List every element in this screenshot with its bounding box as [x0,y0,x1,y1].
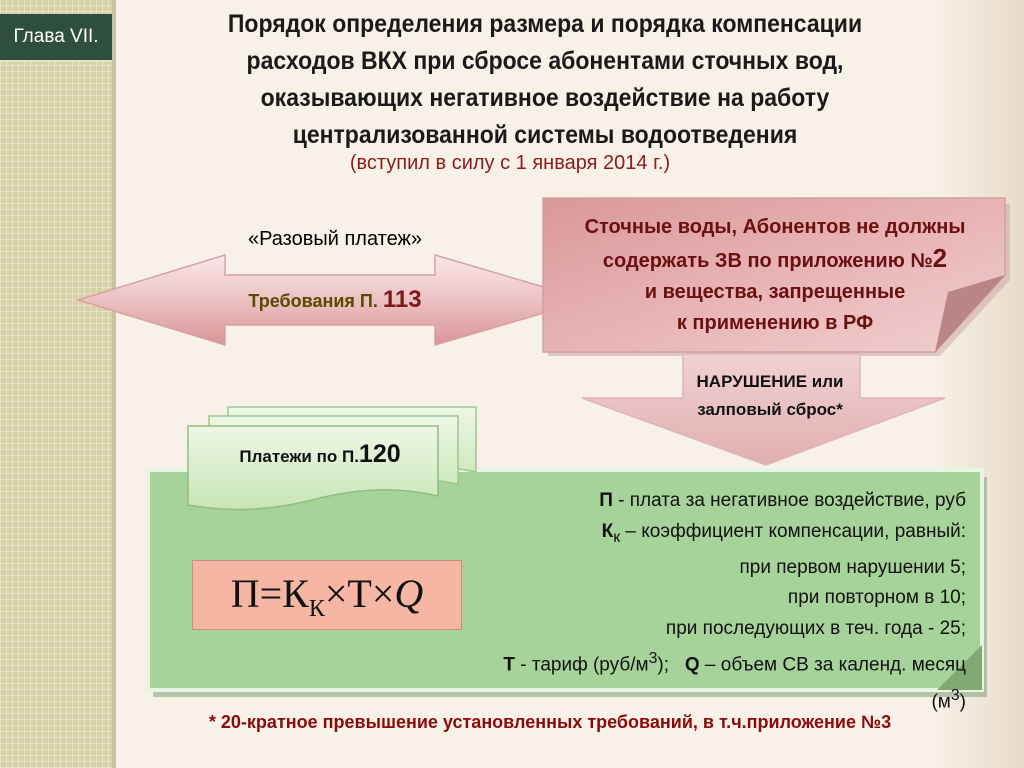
formula-eq: = [259,571,283,616]
one-time-payment-label: «Разовый платеж» [247,228,422,250]
green-panel [146,468,984,692]
left-texture-strip [0,0,112,768]
legend-k-text: – коэффициент компенсации, равный: [620,520,966,542]
green-panel-fold [937,645,982,690]
wastewater-text: Сточные воды, Абонентов не должны содерж… [560,212,990,339]
legend-k-subscript: к [613,528,621,546]
payments-number: 120 [358,440,401,468]
requirements-text: Требования П. [248,291,378,311]
legend-t-sup: 3 [648,650,658,668]
formula-p: П [230,571,260,616]
legend-t-end: ); [657,654,685,676]
legend-subsequent: при последующих в теч. года - 25; [665,617,966,639]
formula-k-sub: К [308,596,325,622]
effective-date: (вступил в силу с 1 января 2014 г.) [349,152,671,174]
down-arrow [581,353,946,466]
requirements-number: 113 [382,286,422,313]
legend-first: при первом нарушении 5; [739,556,966,578]
legend-p: П - плата за негативное воздействие, руб [480,486,966,517]
legend-q-text: – объем СВ за календ. месяц (м [699,654,966,713]
legend-q-end: ) [959,691,966,713]
formula-q: Q [394,571,424,616]
formula-times-2: × [371,571,395,616]
formula-box: П=КК×Т×Q [192,560,462,630]
chapter-label: Глава VII. [0,14,112,62]
legend-k: Кк – коэффициент компенсации, равный: [480,517,966,553]
legend-q-sup: 3 [950,687,960,705]
doc-stack-front [187,425,439,511]
legend-p-text: - плата за негативное воздействие, руб [612,490,966,511]
violation-text: НАРУШЕНИЕ или залповый сброс* [660,368,880,424]
legend-t-symbol: Т [503,654,515,676]
legend-second: при повторном в 10; [787,587,966,609]
requirements-label: Требования П. 113 [180,286,490,314]
appendix-number: 2 [932,243,948,273]
legend-p-symbol: П [599,490,613,511]
wastewater-line-1: Сточные воды, Абонентов не должны [584,216,966,238]
title-line-3: оказывающих негативное воздействие на ра… [260,84,830,112]
payments-text: Платежи по П. [239,447,359,466]
formula-t: Т [347,571,372,616]
title-line-1: Порядок определения размера и порядка ко… [227,10,863,38]
wastewater-box-fold [935,275,1005,352]
wastewater-line-4: к применению в РФ [676,312,874,334]
legend-t-text: - тариф (руб/м [514,654,649,676]
violation-line-2: залповый сброс* [697,400,843,419]
title-line-4: централизованной системы водоотведения [292,121,798,149]
legend-q-symbol: Q [684,654,700,676]
legend-tq: Т - тариф (руб/м3); Q – объем СВ за кале… [480,644,966,718]
formula-legend: П - плата за негативное воздействие, руб… [480,486,966,718]
wastewater-line-2-text: содержать ЗВ по приложению № [602,250,933,272]
wastewater-line-3: и вещества, запрещенные [644,281,906,303]
footnote: * 20-кратное превышение установленных тр… [208,712,892,732]
formula-k: К [282,571,309,616]
formula-times-1: × [324,571,348,616]
page-title: Порядок определения размера и порядка ко… [182,6,909,154]
wastewater-line-2: содержать ЗВ по приложению №2 [560,243,990,277]
left-strip-edge [112,0,116,768]
legend-k-symbol: К [601,520,614,542]
payments-label: Платежи по П.120 [210,440,430,469]
title-line-2: расходов ВКХ при сбросе абонентами сточн… [246,47,844,75]
violation-line-1: НАРУШЕНИЕ или [696,372,844,391]
